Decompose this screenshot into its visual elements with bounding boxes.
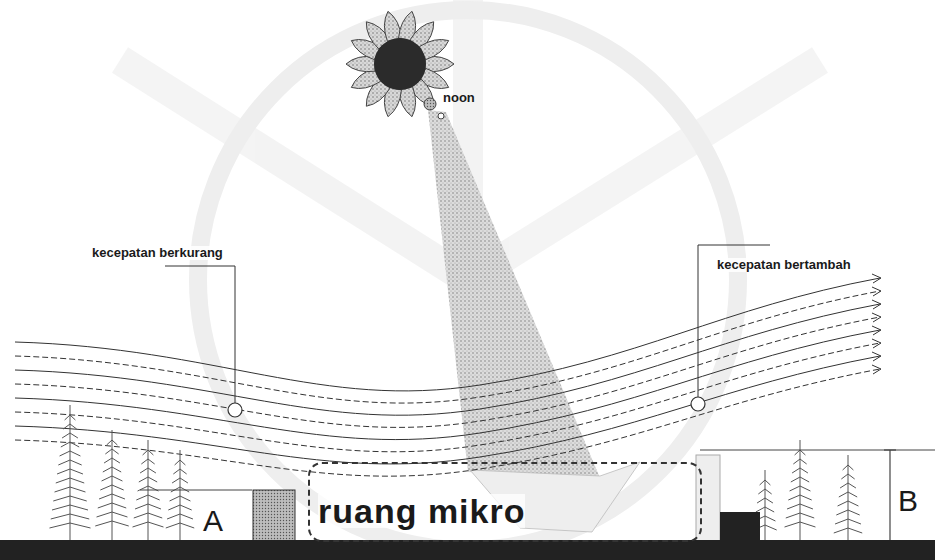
tree-branch xyxy=(175,460,186,465)
tree-branch xyxy=(100,485,123,490)
tree-branch xyxy=(52,505,88,510)
wind-arrowhead xyxy=(872,352,881,361)
tree-branch xyxy=(58,460,81,465)
tree-branch xyxy=(760,480,771,485)
wind-line xyxy=(15,369,880,476)
tree-branch xyxy=(836,510,859,515)
tree-branch xyxy=(841,474,854,479)
wind-arrowhead xyxy=(872,326,881,335)
tree-branch xyxy=(173,469,186,474)
tree-branch xyxy=(51,514,90,519)
tree-branch xyxy=(98,503,126,508)
tree-branch xyxy=(758,489,771,494)
tree-branch xyxy=(134,513,162,518)
annotation-label: kecepatan berkurang xyxy=(90,246,225,260)
dimension-letter: A xyxy=(201,504,225,537)
tree-branch xyxy=(97,512,128,517)
tree-branch xyxy=(55,487,86,492)
tree-branch xyxy=(843,465,854,470)
tree-branch xyxy=(840,483,856,488)
wind-arrowhead xyxy=(872,287,881,296)
tree-branch xyxy=(839,492,857,497)
tree-branch xyxy=(790,486,811,491)
tree-branch xyxy=(792,468,808,473)
tree-branch xyxy=(107,440,118,445)
micro-space-region: ruang mikro xyxy=(308,462,702,542)
tree-branch xyxy=(60,451,81,456)
tree-trunk xyxy=(800,440,801,540)
wind-line xyxy=(15,343,880,452)
tree-branch xyxy=(757,498,773,503)
wind-arrowhead xyxy=(872,313,881,322)
tree-branch xyxy=(167,514,193,519)
tree-branch xyxy=(61,442,79,447)
tree-branch xyxy=(141,459,154,464)
tree-branch xyxy=(103,467,121,472)
tree-branch xyxy=(102,476,123,481)
tree-branch xyxy=(65,415,76,420)
tree-branch xyxy=(756,507,774,512)
tree-branch xyxy=(136,495,159,500)
tree-trunk xyxy=(180,450,181,540)
tree-branch xyxy=(56,478,84,483)
tree-branch xyxy=(835,519,861,524)
tree-branch xyxy=(104,458,120,463)
tree-branch xyxy=(788,495,811,500)
tree-branch xyxy=(170,496,191,501)
tree-branch xyxy=(105,449,118,454)
tree-branch xyxy=(95,521,128,526)
tree-branch xyxy=(785,522,816,527)
wind-arrowhead xyxy=(872,365,881,374)
tree-branch xyxy=(49,523,90,528)
tree-trunk xyxy=(70,405,71,540)
tree-branch xyxy=(787,504,813,509)
tree-branch xyxy=(143,450,154,455)
tree-branch xyxy=(838,501,859,506)
wind-line xyxy=(15,356,880,464)
tree-branch xyxy=(57,469,83,474)
tree-branch xyxy=(786,513,814,518)
annotation-label: noon xyxy=(443,91,475,105)
tree-trunk xyxy=(848,455,849,540)
wind-arrowhead xyxy=(872,300,881,309)
region-title: ruang mikro xyxy=(318,494,525,528)
wind-line xyxy=(15,317,880,427)
dimension-letter: B xyxy=(896,484,920,517)
tree-branch xyxy=(166,523,194,528)
tree-branch xyxy=(172,478,188,483)
tree-branch xyxy=(140,468,156,473)
tree-branch xyxy=(133,522,164,527)
annotation-label: kecepatan bertambah xyxy=(715,258,853,272)
tree-branch xyxy=(53,496,86,501)
wind-line xyxy=(15,330,880,440)
wind-line xyxy=(15,304,880,415)
tree-branch xyxy=(62,433,78,438)
tree-branch xyxy=(99,494,125,499)
tree-branch xyxy=(63,424,76,429)
tree-branch xyxy=(139,477,157,482)
tree-branch xyxy=(791,477,809,482)
tree-branch xyxy=(135,504,161,509)
tree-branch xyxy=(793,459,806,464)
tree-branch xyxy=(795,450,806,455)
wind-arrowhead xyxy=(872,274,881,283)
wind-line xyxy=(15,291,880,403)
tree-branch xyxy=(834,528,862,533)
tree-branch xyxy=(168,505,191,510)
wind-arrowhead xyxy=(872,339,881,348)
